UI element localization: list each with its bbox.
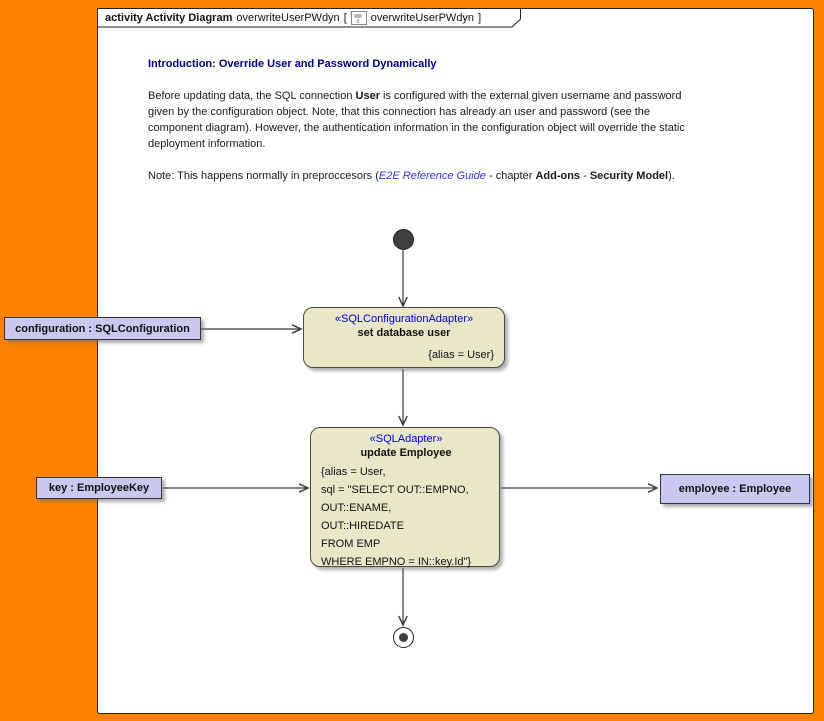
note-text-3: -: [580, 170, 590, 182]
frame-diagram-name: overwriteUserPWdyn: [236, 11, 340, 24]
tagged-values-block: {alias = User, sql = "SELECT OUT::EMPNO,…: [321, 463, 491, 571]
object-node-employee[interactable]: employee : Employee: [660, 474, 810, 504]
introduction-title: Introduction: Override User and Password…: [148, 58, 437, 70]
note-text-2: - chapter: [485, 170, 536, 182]
tagged-values-line: FROM EMP: [321, 538, 381, 550]
tagged-values-line: sql = "SELECT OUT::EMPNO,: [321, 484, 469, 496]
final-node-dot: [399, 633, 408, 642]
introduction-note: Introduction: Override User and Password…: [148, 56, 704, 200]
tagged-values-line: {alias = User,: [321, 466, 386, 478]
tagged-values-line: WHERE EMPNO = IN::key.Id"}: [321, 556, 472, 568]
introduction-paragraph: Before updating data, the SQL connection…: [148, 88, 704, 152]
security-model-emphasis: Security Model: [589, 170, 669, 182]
action-update-employee[interactable]: «SQLAdapter» update Employee {alias = Us…: [310, 427, 500, 568]
stereotype-label: «SQLAdapter»: [369, 433, 443, 445]
e2e-reference-guide-link[interactable]: E2E Reference Guide: [378, 170, 486, 182]
object-node-label: employee : Employee: [678, 483, 792, 495]
object-node-key[interactable]: key : EmployeeKey: [36, 477, 162, 499]
note-text-4: ).: [668, 170, 675, 182]
tagged-values-line: OUT::ENAME,: [321, 502, 392, 514]
action-set-database-user[interactable]: «SQLConfigurationAdapter» set database u…: [303, 307, 505, 368]
frame-diagram-instance-name: overwriteUserPWdyn: [370, 11, 475, 24]
intro-text-1: Before updating data, the SQL connection: [148, 90, 356, 102]
frame-bracket-close: ]: [478, 11, 482, 24]
action-name: update Employee: [360, 447, 452, 459]
initial-node[interactable]: [393, 229, 414, 250]
user-emphasis: User: [355, 90, 380, 102]
note-text-1: Note: This happens normally in preprocce…: [148, 170, 379, 182]
frame-tab-shape: [97, 8, 521, 28]
object-node-configuration[interactable]: configuration : SQLConfiguration: [4, 317, 201, 340]
intro-text-2: is configured with the external given us…: [148, 90, 685, 150]
frame-kind-label: activity Activity Diagram: [105, 11, 233, 24]
stereotype-label: «SQLConfigurationAdapter»: [334, 313, 474, 325]
object-node-label: key : EmployeeKey: [48, 482, 150, 494]
tagged-values: {alias = User}: [428, 349, 494, 361]
activity-diagram-icon: [350, 10, 367, 25]
action-name: set database user: [357, 327, 451, 339]
frame-title-tab: activity Activity Diagram overwriteUserP…: [97, 8, 521, 28]
addons-emphasis: Add-ons: [535, 170, 581, 182]
object-node-label: configuration : SQLConfiguration: [15, 322, 190, 335]
final-node[interactable]: [393, 627, 414, 648]
frame-bracket-open: [: [343, 11, 347, 24]
tagged-values-line: OUT::HIREDATE: [321, 520, 404, 532]
note-paragraph: Note: This happens normally in preprocce…: [148, 168, 704, 184]
